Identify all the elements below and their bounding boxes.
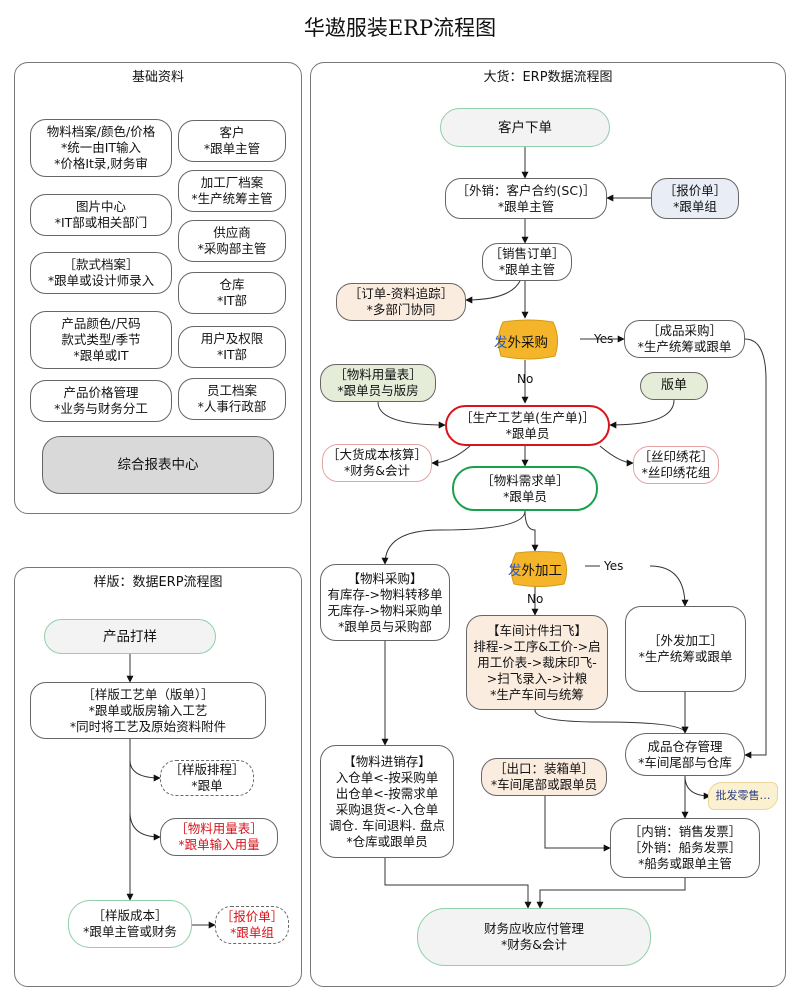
- arrow-shipment-to-invoice: [544, 796, 611, 852]
- material-purchase-node: 【物料采购】 有库存->物料转移单 无库存->物料采购单 *跟单员与采购部: [320, 564, 450, 641]
- base-panel-title: 基础资料: [131, 70, 184, 85]
- arrow-invoice-to-finance: [536, 878, 686, 909]
- sample-start-node: 产品打样: [44, 619, 216, 654]
- style-archive-node: ［款式档案］ *跟单或设计师录入: [30, 252, 172, 294]
- workshop-scan-node: 【车间计件扫飞】 排程->工序&工价->启 用工价表->裁床印飞- >扫飞录入-…: [466, 615, 608, 710]
- arrow-craft-to-usage: [129, 811, 161, 841]
- sample-craft-node: ［样版工艺单（版单）］ *跟单或版房输入工艺 *同时将工艺及原始资料附件: [30, 682, 266, 739]
- product-attr-node: 产品颜色/尺码 款式类型/季节 *跟单或IT: [30, 311, 172, 369]
- production-order-node: ［生产工艺单(生产单)］ *跟单员: [445, 405, 610, 446]
- sample-schedule-node: ［样版排程］ *跟单: [160, 760, 254, 796]
- arrow-production-to-cost: [431, 445, 471, 467]
- arrow-inventory-to-finance: [384, 858, 532, 909]
- yes-label-process: Yes: [604, 559, 624, 573]
- wholesale-node: 批发零售…: [708, 782, 778, 810]
- material-usage-node: ［物料用量表］ *跟单员与版房: [320, 364, 436, 402]
- report-center-node: 综合报表中心: [42, 436, 274, 494]
- users-node: 用户及权限 *IT部: [178, 326, 286, 368]
- outsource-process-decision-shape: [510, 551, 568, 587]
- sample-usage-node: ［物料用量表］ *跟单输入用量: [160, 818, 278, 856]
- arrow-usage-to-production: [377, 401, 446, 429]
- sample-panel: [14, 567, 302, 987]
- inventory-node: 【物料进销存】 入仓单<-按采购单 出仓单<-按需求单 采购退货<-入仓单 调仓…: [320, 745, 454, 858]
- price-mgmt-node: 产品价格管理 *业务与财务分工: [30, 380, 172, 422]
- arrow-sales-to-tracking: [465, 280, 521, 304]
- customer-order-node: 客户下单: [440, 108, 610, 147]
- finance-node: 财务应收应付管理 *财务&会计: [417, 908, 651, 966]
- image-center-node: 图片中心 *IT部或相关部门: [30, 194, 172, 236]
- finished-store-node: 成品仓存管理 *车间尾部与仓库: [625, 733, 745, 776]
- arrow-decision2-yes-2: [649, 565, 689, 607]
- outsource-purchase-decision-shape: [497, 319, 559, 360]
- yes-label-purchase: Yes: [594, 332, 614, 346]
- external-process-node: ［外发加工］ *生产统筹或跟单: [625, 606, 746, 692]
- supplier-node: 供应商 *采购部主管: [178, 220, 286, 262]
- arrow-production-to-silk: [599, 445, 634, 467]
- arrow-demand-to-decision2: [524, 510, 539, 552]
- base-panel: [14, 62, 302, 514]
- bulk-panel-title: 大货：ERP数据流程图: [483, 70, 613, 85]
- bulk-quote-node: ［报价单］ *跟单组: [651, 178, 739, 219]
- page-title: 华遨服装ERP流程图: [303, 16, 497, 40]
- sales-order-node: ［销售订单］ *跟单主管: [482, 243, 572, 281]
- staff-archive-node: 员工档案 *人事行政部: [178, 378, 286, 420]
- material-archive-node: 物料档案/颜色/价格 *统一由IT输入 *价格It录,财务审: [30, 119, 172, 177]
- no-label-purchase: No: [517, 372, 534, 386]
- arrow-finished-purchase-to-store: [744, 338, 767, 759]
- contract-node: ［外销：客户合约(SC)］ *跟单主管: [445, 178, 607, 219]
- outsource-purchase-decision: 发外采购: [494, 335, 548, 351]
- arrow-craft-to-schedule: [129, 759, 161, 782]
- factory-archive-node: 加工厂档案 *生产统筹主管: [178, 170, 286, 212]
- arrow-workshop-to-store: [534, 709, 689, 734]
- finished-purchase-node: ［成品采购］ *生产统筹或跟单: [624, 320, 745, 358]
- arrow-pattern-to-production: [609, 399, 675, 429]
- customer-node: 客户 *跟单主管: [178, 120, 286, 162]
- order-tracking-node: ［订单-资料追踪］ *多部门协同: [336, 283, 466, 321]
- bulk-panel: [310, 62, 786, 987]
- material-demand-node: ［物料需求单］ *跟单员: [452, 466, 598, 511]
- pattern-node: 版单: [640, 372, 708, 400]
- invoice-node: ［内销：销售发票］ ［外销：船务发票］ *船务或跟单主管: [610, 818, 760, 878]
- outsource-process-decision: 发外加工: [508, 563, 562, 579]
- shipment-node: ［出口：装箱单］ *车间尾部或跟单员: [481, 758, 607, 796]
- warehouse-node: 仓库 *IT部: [178, 272, 286, 314]
- arrow-demand-to-purchase: [381, 510, 526, 565]
- sample-cost-node: ［样版成本］ *跟单主管或财务: [68, 900, 192, 948]
- silk-print-node: ［丝印绣花］ *丝印绣花组: [633, 446, 719, 484]
- bulk-cost-node: ［大货成本核算］ *财务&会计: [322, 444, 432, 482]
- no-label-process: No: [527, 592, 544, 606]
- sample-panel-title: 样版：数据ERP流程图: [93, 575, 223, 590]
- sample-quote-node: ［报价单］ *跟单组: [215, 906, 289, 944]
